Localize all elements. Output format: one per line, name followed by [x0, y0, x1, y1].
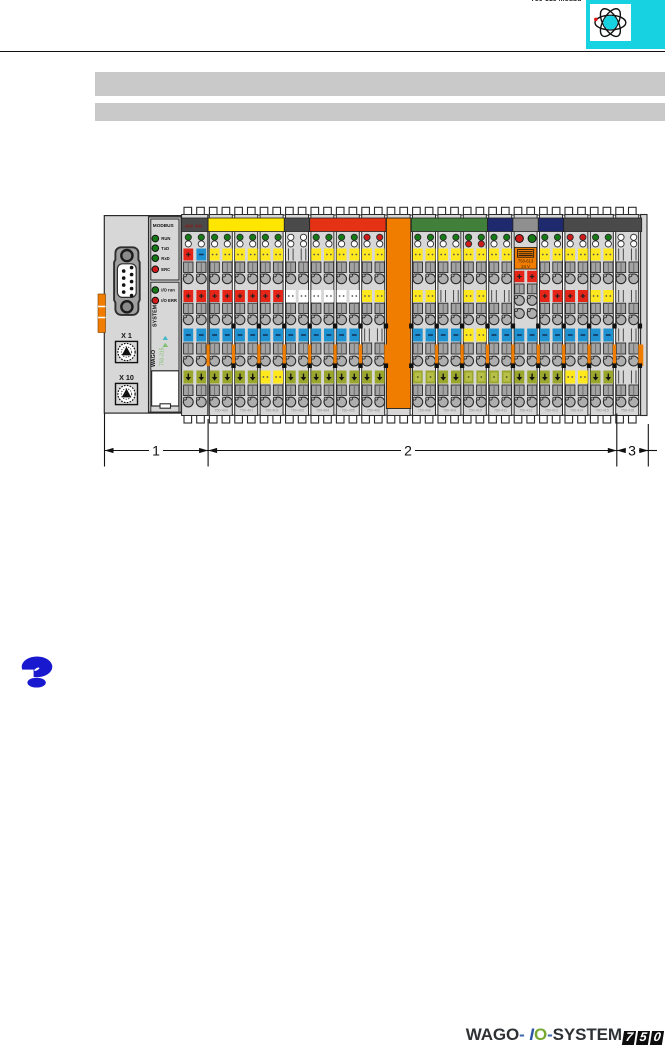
svg-text:RUN: RUN: [161, 236, 170, 241]
svg-text:I/O run: I/O run: [161, 288, 175, 293]
svg-text:750-408: 750-408: [418, 409, 431, 413]
svg-text:3: 3: [628, 443, 636, 459]
svg-text:750-414: 750-414: [570, 409, 583, 413]
svg-text:750-315: 750-315: [160, 347, 166, 366]
svg-text:X 10: X 10: [119, 373, 134, 382]
svg-text:1: 1: [152, 443, 160, 459]
svg-text:MODBUS: MODBUS: [153, 223, 174, 228]
svg-text:750-402: 750-402: [265, 409, 278, 413]
svg-text:750-412: 750-412: [519, 409, 532, 413]
svg-text:750-613: 750-613: [518, 259, 534, 264]
svg-text:750-416: 750-416: [621, 409, 634, 413]
svg-text:750-406: 750-406: [367, 409, 380, 413]
svg-text:750-401: 750-401: [240, 409, 253, 413]
svg-text:750-415: 750-415: [595, 409, 608, 413]
svg-text:RxD: RxD: [161, 256, 169, 261]
svg-text:750-409: 750-409: [443, 409, 456, 413]
svg-text:WAGO: WAGO: [151, 350, 157, 367]
svg-text:750-400: 750-400: [214, 409, 227, 413]
svg-text:I/O ERR: I/O ERR: [161, 298, 177, 303]
svg-text:750-404: 750-404: [316, 409, 329, 413]
svg-text:2: 2: [404, 443, 412, 459]
svg-text:750-410: 750-410: [468, 409, 481, 413]
svg-text:750-411: 750-411: [494, 409, 507, 413]
svg-text:ERC: ERC: [161, 267, 170, 272]
svg-text:TxD: TxD: [161, 246, 169, 251]
svg-text:750-405: 750-405: [341, 409, 354, 413]
svg-text:750-413: 750-413: [545, 409, 558, 413]
svg-text:750-403: 750-403: [291, 409, 304, 413]
svg-text:X 1: X 1: [121, 331, 132, 340]
svg-text:SYSTEM: SYSTEM: [152, 304, 158, 327]
svg-text:24 V: 24 V: [521, 264, 530, 269]
